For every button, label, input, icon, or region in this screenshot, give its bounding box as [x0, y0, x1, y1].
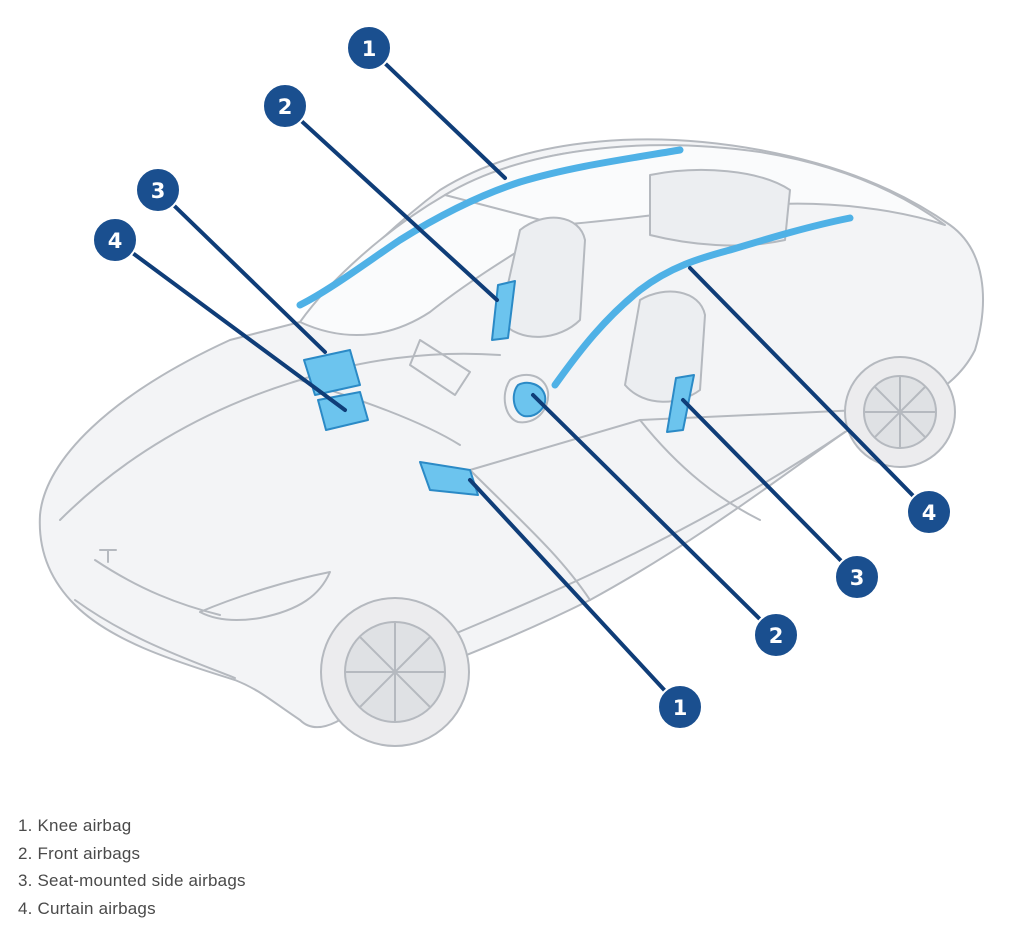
legend-item-seat-side-airbags: 3. Seat-mounted side airbags: [18, 871, 246, 890]
leader-line-3-right: [681, 398, 859, 579]
leader-line-4-right: [688, 266, 931, 514]
callout-marker-1-top: 4: [92, 217, 138, 263]
legend-item-knee-airbag: 1. Knee airbag: [18, 816, 132, 835]
callout-marker-1-right: 1: [657, 684, 703, 730]
seat-driver: [499, 216, 586, 338]
callout-marker-4-right: 4: [906, 489, 952, 535]
leader-line-1-top: [113, 238, 347, 412]
headlight: [199, 571, 331, 621]
legend-item-curtain-airbags: 4. Curtain airbags: [18, 898, 156, 918]
seat-passenger: [624, 290, 706, 403]
door-line: [469, 409, 861, 601]
front-airbag-driver: [512, 381, 547, 418]
callout-marker-2-right: 2: [753, 612, 799, 658]
callout-number: 2: [769, 624, 784, 648]
rear-seat: [649, 169, 791, 247]
callout-number: 2: [278, 95, 293, 119]
airbag-locations-diagram: 1 2 3 4 4 3 2 1: [38, 25, 984, 747]
front-wheel-spokes: [344, 621, 446, 723]
callout-marker-3-right: 3: [834, 554, 880, 600]
leader-line-1-right: [468, 478, 682, 709]
curtain-airbag-left: [296, 146, 684, 309]
callout-marker-2-top: 3: [135, 167, 181, 213]
callout-number: 4: [922, 501, 937, 525]
airbag-legend: 1. Knee airbag 2. Front airbags 3. Seat-…: [18, 812, 246, 922]
hood-line: [59, 379, 461, 521]
rear-wheel-spokes: [863, 375, 937, 449]
leader-lines: [113, 46, 931, 709]
callout-number: 3: [850, 566, 865, 590]
leader-line-2-top: [156, 188, 327, 354]
callout-markers: 1 2 3 4 4 3 2 1: [92, 25, 952, 730]
callout-number: 1: [362, 37, 377, 61]
tesla-logo: [99, 549, 117, 563]
callout-marker-4-top: 1: [346, 25, 392, 71]
seat-side-airbag-passenger: [666, 374, 695, 433]
legend-item-front-airbags: 2. Front airbags: [18, 843, 141, 863]
callout-number: 1: [673, 696, 688, 720]
callout-number: 3: [151, 179, 166, 203]
leader-line-4-top: [367, 46, 507, 180]
curtain-airbag-right: [551, 214, 854, 389]
steering-wheel: [503, 373, 550, 424]
leader-line-2-right: [531, 393, 778, 637]
seat-side-airbag-driver: [491, 280, 516, 341]
callout-number: 4: [108, 229, 123, 253]
side-sill: [439, 431, 846, 641]
car-illustration: [38, 138, 984, 747]
knee-airbag-driver: [419, 461, 479, 496]
front-bumper: [74, 559, 236, 679]
callout-marker-3-top: 2: [262, 83, 308, 129]
leader-line-3-top: [283, 104, 499, 302]
